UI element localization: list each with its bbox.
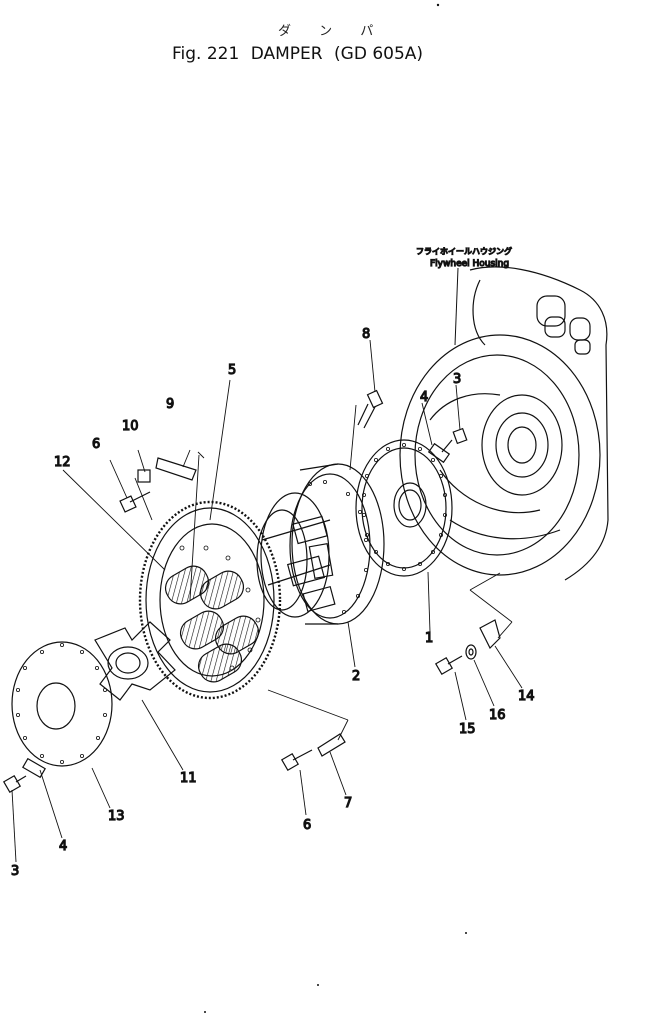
callout-2: 2 <box>352 669 360 684</box>
callout-3-lower: 3 <box>11 864 19 879</box>
part-4-lock-plate-lower <box>22 757 46 779</box>
callout-4-upper: 4 <box>420 390 428 405</box>
callout-11: 11 <box>180 771 197 786</box>
part-10-nut <box>137 469 151 483</box>
part-6-bolt-lower <box>280 749 313 772</box>
callout-4-lower: 4 <box>59 839 67 854</box>
callout-6-lower: 6 <box>303 818 311 833</box>
figure-name: DAMPER <box>250 44 323 64</box>
part-16-washer <box>465 644 477 660</box>
part-3-bolt-lower <box>2 774 27 794</box>
part-3-bolt-upper <box>441 427 468 453</box>
part-13-flange-plate <box>11 641 113 767</box>
part-2-damper-housing <box>256 463 385 625</box>
figure-header: ダ ン パ Fig. 221 DAMPER (GD 605A) <box>0 0 650 80</box>
part-4-lock-plate-upper <box>427 442 451 464</box>
callout-12: 12 <box>54 455 71 470</box>
figure-model: (GD 605A) <box>334 44 424 64</box>
part-12-rubber-cushions <box>164 565 260 683</box>
flywheel-housing <box>399 266 609 581</box>
callout-7: 7 <box>344 796 352 811</box>
page-title: Fig. 221 DAMPER (GD 605A) <box>172 44 429 64</box>
callout-5: 5 <box>228 363 236 378</box>
part-9-lock-plate <box>155 457 197 481</box>
figure-number: Fig. 221 <box>172 44 240 64</box>
leader-lines <box>11 339 523 863</box>
housing-label-en: Flywheel Housing <box>430 259 509 269</box>
callout-14: 14 <box>518 689 535 704</box>
callout-6-upper: 6 <box>92 437 100 452</box>
title-ruby: ダ ン パ <box>278 24 386 39</box>
part-7-lock-plate <box>317 733 346 757</box>
part-15-bolt <box>434 655 463 676</box>
part-1-adapter-plate <box>355 439 453 577</box>
callout-1: 1 <box>425 631 433 646</box>
flywheel-housing-label: フライホイールハウジング Flywheel Housing <box>415 245 512 269</box>
part-5-ring-gear <box>138 500 282 700</box>
part-14-bracket <box>479 619 501 650</box>
callout-labels: 1 2 3 3 4 4 5 6 6 7 8 9 10 11 12 13 14 1… <box>10 326 535 879</box>
part-8-bolt <box>357 389 384 429</box>
part-6-bolt-upper <box>119 491 151 513</box>
callout-3-upper: 3 <box>453 372 461 387</box>
callout-13: 13 <box>108 809 125 824</box>
part-11-star-coupling <box>94 621 176 701</box>
callout-10: 10 <box>122 419 139 434</box>
housing-label-jp: フライホイールハウジング <box>416 246 512 256</box>
callout-9: 9 <box>166 397 174 412</box>
callout-8: 8 <box>362 327 370 342</box>
callout-16: 16 <box>489 708 506 723</box>
callout-15: 15 <box>459 722 476 737</box>
